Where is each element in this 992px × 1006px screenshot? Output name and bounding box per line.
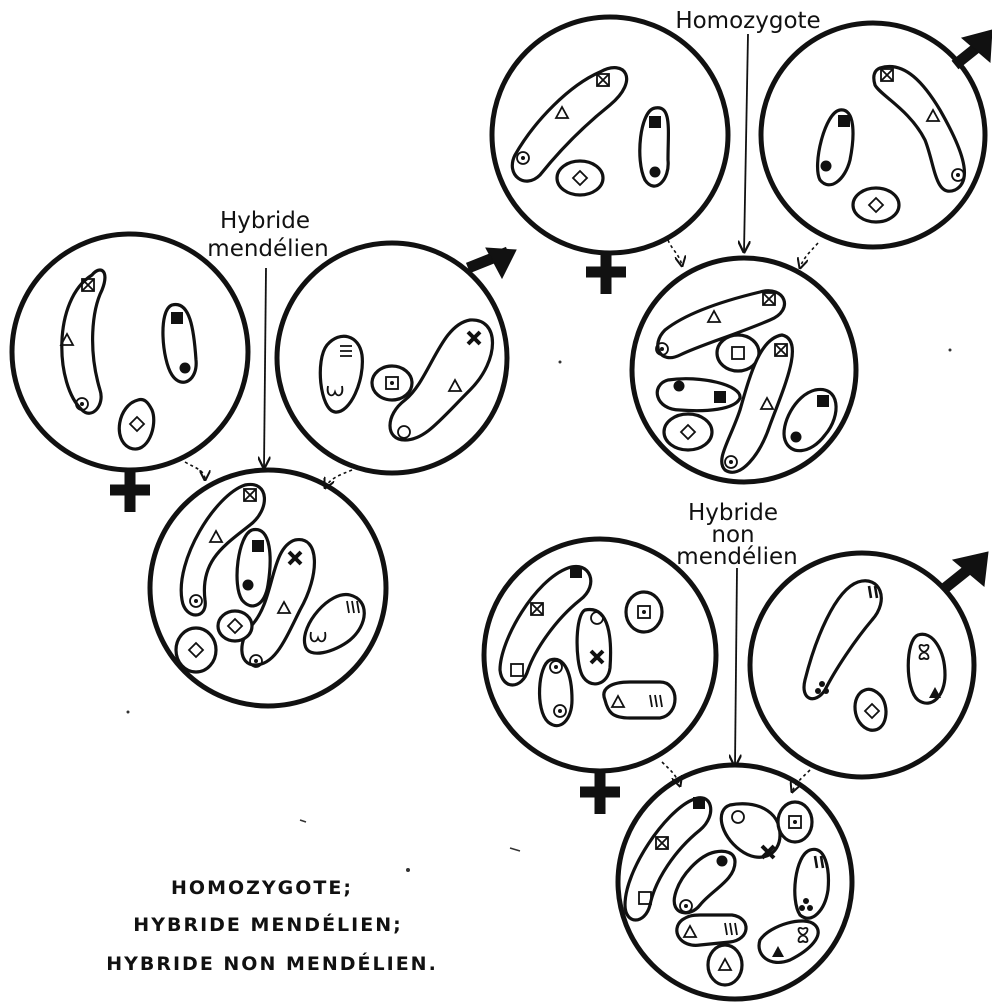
caption: HOMOZYGOTE; HYBRIDE MENDÉLIEN; HYBRIDE N…: [106, 877, 438, 975]
caption-line-2: HYBRIDE MENDÉLIEN;: [133, 913, 402, 936]
zygote-homozygote: [632, 258, 856, 482]
bottom-right-group: Hybride non mendélien: [484, 500, 988, 999]
label-hybride-mendelien-1: Hybride: [220, 208, 310, 234]
male-symbol-icon: [955, 30, 992, 65]
female-gamete-non-mendelien: [484, 539, 716, 771]
caption-line-1: HOMOZYGOTE;: [171, 877, 353, 899]
male-symbol-icon: [468, 248, 516, 278]
label-hybride-non-3: mendélien: [676, 544, 797, 570]
male-gamete-left: [277, 243, 507, 473]
female-gamete-homozygote: [492, 17, 728, 253]
male-gamete-non-mendelien: [750, 553, 974, 777]
male-gamete-homozygote: [761, 23, 985, 247]
label-hybride-mendelien-2: mendélien: [207, 236, 328, 262]
male-symbol-icon: [945, 552, 988, 588]
top-right-group: Homozygote: [492, 8, 992, 482]
zygote-hybride-mendelien: [150, 470, 386, 706]
zygote-hybride-non-mendelien: [618, 765, 852, 999]
female-symbol-icon: [586, 252, 626, 294]
left-pair: Hybride mendélien: [12, 208, 516, 706]
caption-line-3: HYBRIDE NON MENDÉLIEN.: [106, 952, 438, 975]
female-symbol-icon: [110, 470, 150, 512]
female-gamete-left: [12, 234, 248, 470]
label-homozygote: Homozygote: [675, 8, 820, 34]
female-symbol-icon: [580, 772, 620, 814]
